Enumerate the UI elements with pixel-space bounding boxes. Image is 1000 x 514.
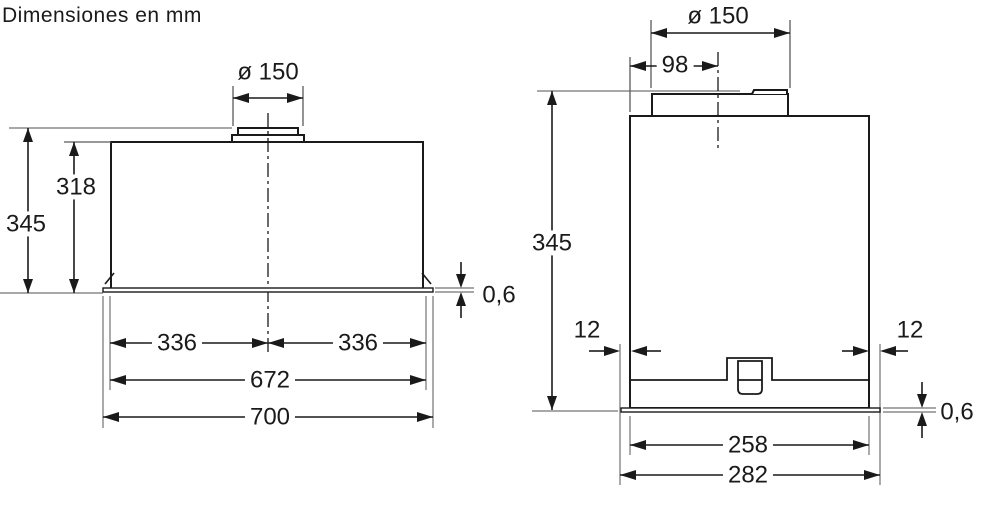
arrowhead — [410, 375, 426, 385]
side-panel-thickness-label: 0,6 — [940, 398, 974, 426]
dim-panel-thickness — [456, 262, 466, 318]
corner-tick — [421, 272, 432, 285]
arrowhead — [268, 338, 284, 348]
bottom-plate-side — [620, 407, 881, 413]
dim-panel-thickness — [917, 382, 927, 438]
arrowhead — [853, 440, 869, 450]
arrowhead — [630, 61, 646, 71]
front-body-height-label: 318 — [50, 174, 102, 200]
arrowhead — [917, 412, 927, 426]
front-half-width-right-label: 336 — [332, 330, 384, 356]
page-title: Dimensiones en mm — [2, 4, 202, 27]
arrowhead — [620, 470, 636, 480]
arrowhead — [69, 142, 79, 156]
front-duct-diameter-label: ø 150 — [237, 58, 299, 86]
hood-body-front — [110, 141, 424, 291]
duct-collar-lip-side — [751, 89, 788, 95]
front-inner-width-label: 672 — [244, 367, 296, 393]
arrowhead — [547, 396, 557, 410]
arrowhead — [774, 28, 790, 38]
arrowhead — [864, 470, 880, 480]
dim-edge-gap-left — [589, 346, 661, 356]
arrowhead — [853, 346, 869, 356]
front-view — [0, 86, 474, 428]
dim-body-height — [69, 142, 79, 293]
arrowhead — [456, 292, 466, 306]
front-half-width-left-label: 336 — [151, 330, 203, 356]
arrowhead — [23, 279, 33, 293]
arrowhead — [252, 338, 268, 348]
corner-tick — [104, 272, 115, 285]
arrowhead — [233, 93, 249, 103]
side-view — [532, 20, 936, 485]
arrowhead — [287, 93, 303, 103]
bottom-plate-front — [102, 287, 434, 293]
arrowhead — [917, 394, 927, 408]
side-total-height-label: 345 — [526, 230, 578, 256]
arrowhead — [604, 346, 620, 356]
dim-duct-diameter — [233, 93, 303, 103]
arrowhead — [410, 338, 426, 348]
arrowhead — [702, 61, 718, 71]
arrowhead — [417, 412, 433, 422]
side-duct-diameter-label: ø 150 — [687, 2, 749, 30]
arrowhead — [630, 440, 646, 450]
duct-collar-side — [651, 93, 789, 117]
arrowhead — [547, 91, 557, 105]
side-total-depth-label: 282 — [722, 462, 774, 488]
arrowhead — [651, 28, 667, 38]
dim-edge-gap-right — [842, 346, 908, 356]
arrowhead — [456, 274, 466, 288]
arrowhead — [880, 346, 896, 356]
arrowhead — [631, 346, 647, 356]
arrowhead — [69, 279, 79, 293]
latch-bracket — [737, 360, 763, 395]
arrowhead — [23, 128, 33, 142]
dim-duct-diameter — [651, 28, 790, 38]
front-panel-thickness-label: 0,6 — [482, 281, 516, 309]
side-edge-gap-left-label: 12 — [573, 316, 601, 344]
side-inner-depth-label: 258 — [722, 432, 774, 458]
dim-total-height — [23, 128, 33, 293]
side-duct-offset-label: 98 — [656, 52, 694, 78]
arrowhead — [110, 338, 126, 348]
bottom-panel-line — [630, 357, 869, 381]
arrowhead — [110, 375, 126, 385]
side-edge-gap-right-label: 12 — [896, 316, 924, 344]
front-total-width-label: 700 — [244, 404, 296, 430]
front-total-height-label: 345 — [0, 211, 52, 237]
hood-body-side — [629, 115, 870, 409]
arrowhead — [103, 412, 119, 422]
